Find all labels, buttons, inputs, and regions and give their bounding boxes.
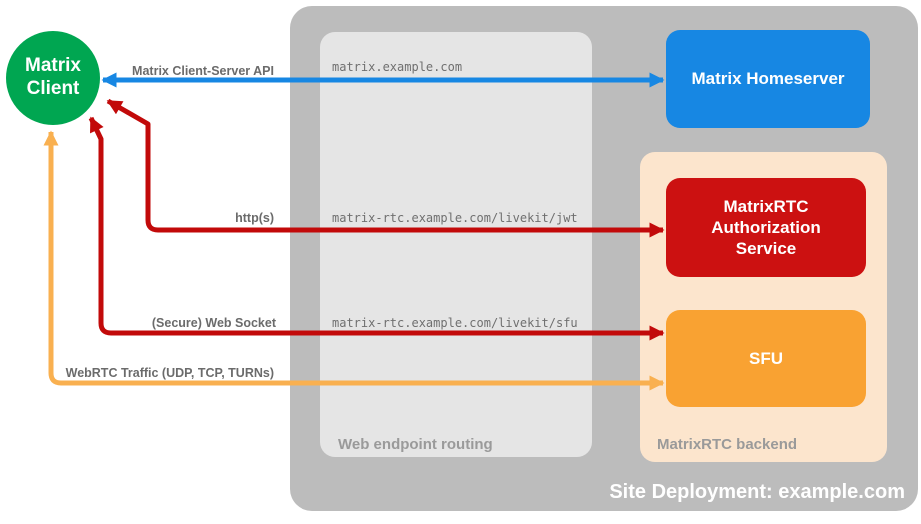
matrix-homeserver-node: Matrix Homeserver [666, 30, 870, 128]
web-endpoint-routing-panel [320, 32, 592, 457]
matrix-client-label: Matrix Client [25, 55, 81, 99]
matrixrtc-auth-service-label: MatrixRTC Authorization Service [711, 196, 821, 259]
matrixrtc-backend-label: MatrixRTC backend [657, 436, 798, 453]
matrix-homeserver-label: Matrix Homeserver [691, 69, 845, 88]
client-server-api-label: Matrix Client-Server API [132, 64, 274, 78]
websocket-label: (Secure) Web Socket [151, 316, 276, 330]
site-deployment-label: Site Deployment: example.com [609, 481, 905, 503]
endpoint-url-sfu: matrix-rtc.example.com/livekit/sfu [332, 316, 578, 330]
endpoint-url-jwt: matrix-rtc.example.com/livekit/jwt [332, 211, 578, 225]
webrtc-label: WebRTC Traffic (UDP, TCP, TURNs) [65, 366, 274, 380]
matrixrtc-auth-service-node: MatrixRTC Authorization Service [666, 178, 866, 277]
matrix-client-node: Matrix Client [6, 31, 100, 125]
http-label: http(s) [235, 211, 274, 225]
sfu-node: SFU [666, 310, 866, 407]
sfu-label: SFU [749, 348, 783, 368]
endpoint-url-homeserver: matrix.example.com [332, 60, 463, 74]
web-endpoint-routing-label: Web endpoint routing [338, 436, 493, 453]
